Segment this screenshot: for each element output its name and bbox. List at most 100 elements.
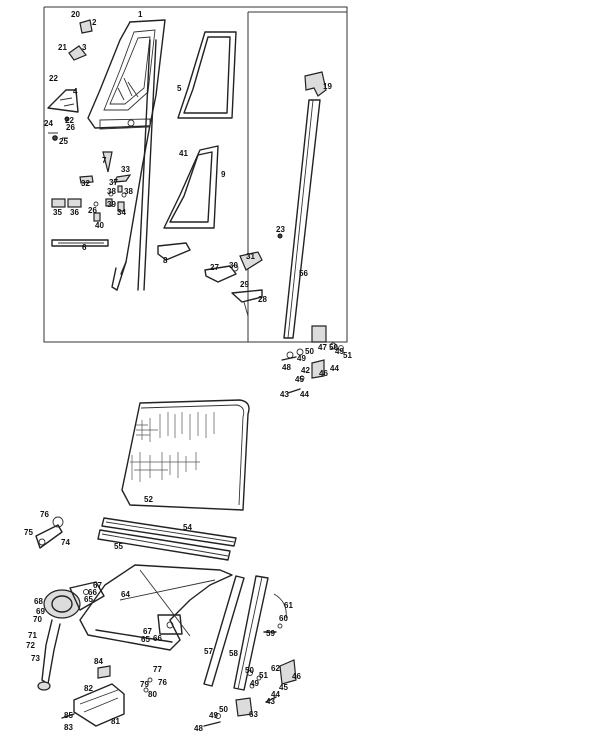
callout-80: 80: [148, 690, 157, 699]
callout-49: 49: [335, 347, 344, 356]
callout-4: 4: [73, 87, 78, 96]
callout-26: 26: [66, 123, 75, 132]
callout-32: 32: [81, 179, 90, 188]
callout-72: 72: [26, 641, 35, 650]
callout-50: 50: [329, 343, 338, 352]
callout-64: 64: [121, 590, 130, 599]
callout-5: 5: [177, 84, 182, 93]
callout-37: 37: [109, 178, 118, 187]
callout-60: 60: [279, 614, 288, 623]
callout-2: 2: [92, 18, 97, 27]
callout-46: 46: [292, 672, 301, 681]
callout-49: 49: [297, 354, 306, 363]
callout-77: 77: [153, 665, 162, 674]
bracket-parts: [47, 19, 93, 141]
callout-23: 23: [276, 225, 285, 234]
glass-channels: [97, 517, 237, 561]
callout-66: 66: [88, 588, 97, 597]
callout-63: 63: [249, 710, 258, 719]
callout-70: 70: [33, 615, 42, 624]
callout-59: 59: [266, 629, 275, 638]
callout-8: 8: [163, 256, 168, 265]
callout-24: 24: [44, 119, 53, 128]
callout-42: 42: [301, 366, 310, 375]
callout-67: 67: [93, 581, 102, 590]
callout-52: 52: [144, 495, 153, 504]
callout-1: 1: [138, 10, 143, 19]
callout-46: 46: [319, 369, 328, 378]
handle-parts: [157, 233, 283, 317]
callout-22: 22: [65, 116, 74, 125]
callout-33: 33: [121, 165, 130, 174]
callout-51: 51: [343, 351, 352, 360]
callout-58: 58: [229, 649, 238, 658]
callout-45: 45: [279, 683, 288, 692]
callout-43: 43: [280, 390, 289, 399]
callout-56: 56: [299, 269, 308, 278]
callout-61: 61: [284, 601, 293, 610]
callout-67: 67: [143, 627, 152, 636]
callout-49: 49: [209, 711, 218, 720]
door-glass: [121, 399, 250, 511]
vent-frame-parts: [163, 31, 237, 229]
callout-75: 75: [24, 528, 33, 537]
channel-rail: [283, 71, 327, 339]
callout-36: 36: [70, 208, 79, 217]
callout-66: 66: [153, 634, 162, 643]
callout-85: 85: [64, 711, 73, 720]
mounting-hardware-upper: [281, 325, 344, 394]
callout-31: 31: [246, 252, 255, 261]
callout-49: 49: [250, 679, 259, 688]
callout-76: 76: [40, 510, 49, 519]
callout-73: 73: [31, 654, 40, 663]
callout-25: 25: [59, 137, 68, 146]
callout-35: 35: [53, 208, 62, 217]
callout-45: 45: [295, 375, 304, 384]
callout-44: 44: [330, 364, 339, 373]
door-catch-parts: [61, 665, 153, 727]
window-regulator: [79, 564, 233, 651]
callout-21: 21: [58, 43, 67, 52]
callout-3: 3: [82, 43, 87, 52]
callout-44: 44: [271, 690, 280, 699]
callout-38: 38: [124, 187, 133, 196]
callout-6: 6: [82, 243, 87, 252]
callout-79: 79: [140, 680, 149, 689]
callout-30: 30: [229, 261, 238, 270]
callout-69: 69: [36, 607, 45, 616]
callout-39: 39: [107, 200, 116, 209]
callout-68: 68: [34, 597, 43, 606]
callout-84: 84: [94, 657, 103, 666]
upper-panel-frame: [43, 6, 348, 343]
callout-40: 40: [95, 221, 104, 230]
mounting-hardware-lower: [203, 593, 297, 727]
callout-22: 22: [49, 74, 58, 83]
callout-41: 41: [179, 149, 188, 158]
callout-48: 48: [194, 724, 203, 733]
callout-20: 20: [71, 10, 80, 19]
callout-48: 48: [282, 363, 291, 372]
callout-19: 19: [323, 82, 332, 91]
callout-74: 74: [61, 538, 70, 547]
callout-81: 81: [111, 717, 120, 726]
callout-43: 43: [266, 697, 275, 706]
callout-65: 65: [141, 635, 150, 644]
callout-28: 28: [258, 295, 267, 304]
callout-26: 26: [88, 206, 97, 215]
callout-27: 27: [210, 263, 219, 272]
door-frame-assembly: [87, 19, 166, 291]
small-hardware: [51, 151, 132, 247]
callout-47: 47: [318, 343, 327, 352]
callout-57: 57: [204, 647, 213, 656]
regulator-rails: [203, 575, 269, 691]
callout-65: 65: [84, 595, 93, 604]
callout-55: 55: [114, 542, 123, 551]
callout-7: 7: [102, 156, 107, 165]
callout-83: 83: [64, 723, 73, 732]
callout-44: 44: [300, 390, 309, 399]
callout-29: 29: [240, 280, 249, 289]
callout-51: 51: [259, 671, 268, 680]
callout-71: 71: [28, 631, 37, 640]
